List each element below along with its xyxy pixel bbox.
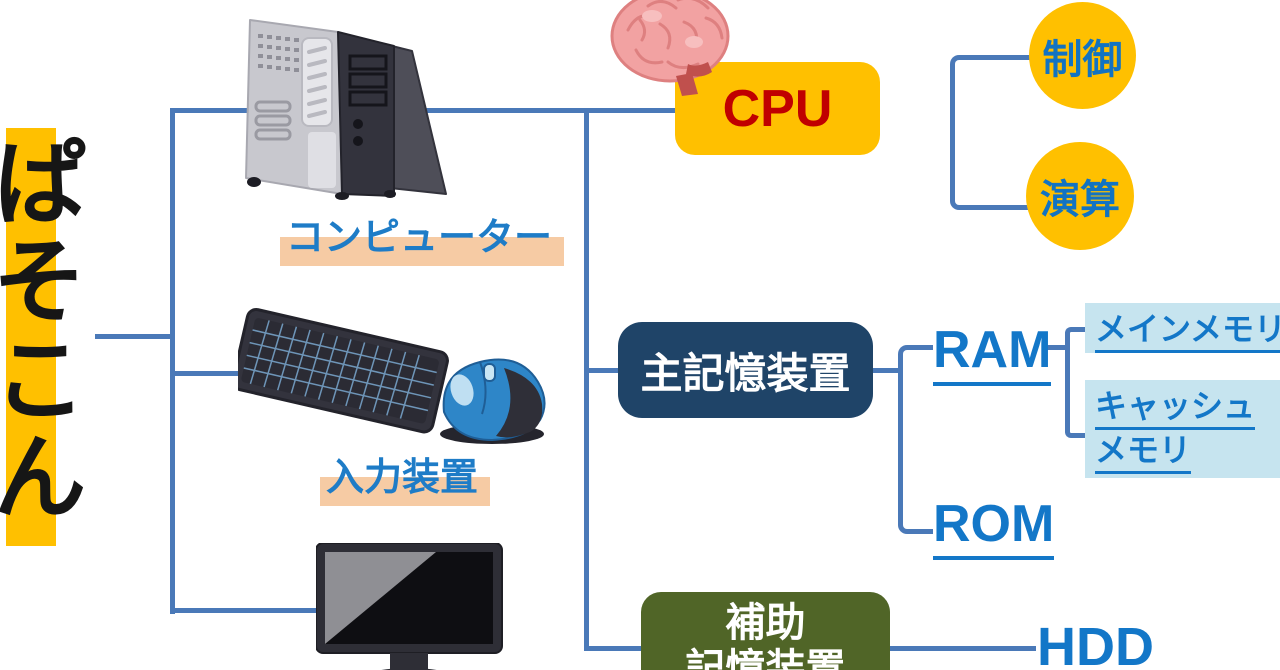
monitor-icon [316,543,503,670]
cpu-node: CPU [675,62,880,155]
connector-ram-rom-bracket [898,345,933,534]
rom-label[interactable]: ROM [933,494,1055,560]
hdd-label[interactable]: HDD [1037,616,1154,670]
connector-left-trunk [170,108,175,614]
cache-memory-link-line2[interactable]: メモリ [1095,430,1192,474]
control-node: 制御 [1029,2,1136,109]
connector-right-trunk [584,108,589,651]
root-title: ぱそこん [0,134,85,526]
keyboard-icon [238,308,449,434]
main-memory-link-box[interactable]: メインメモリ [1085,303,1280,353]
mouse-icon [440,358,546,444]
input-devices-illustration [238,308,546,444]
main-memory-link-label[interactable]: メインメモリ [1095,309,1280,353]
connector-cpu-bracket [950,55,1033,210]
connector-branch-output [170,608,452,613]
aux-storage-label-line1: 補助 [725,601,806,645]
ram-link[interactable]: RAM [933,320,1052,386]
connector-cpu-stem [589,108,677,113]
arithmetic-label: 演算 [1040,178,1120,222]
connector-memory-bracket [1065,327,1092,438]
arithmetic-node: 演算 [1026,142,1134,250]
input-device-label: 入力装置 [320,446,491,506]
aux-storage-label-line2: 記憶装置 [685,647,846,670]
cache-memory-link-line1[interactable]: キャッシュ [1095,386,1256,430]
rom-link[interactable]: ROM [933,494,1055,560]
control-label: 制御 [1042,37,1123,82]
ram-label[interactable]: RAM [933,320,1052,386]
cache-memory-link-box[interactable]: キャッシュ メモリ [1085,380,1280,478]
connector-ram-dash [1042,345,1067,350]
hdd-link[interactable]: HDD [1037,616,1154,670]
connector-hdd-stem [888,646,1036,651]
connector-mainmem-stem [589,368,620,373]
root-highlight-bar [6,128,56,546]
main-memory-label: 主記憶装置 [640,349,851,397]
cpu-label: CPU [722,79,833,138]
connector-root-stem [95,334,172,339]
connector-ram-stem [872,368,900,373]
main-memory-node: 主記憶装置 [618,322,873,418]
brain-icon [610,0,730,96]
aux-storage-node: 補助 記憶装置 [641,592,890,670]
computer-tower-icon [245,19,447,200]
connector-aux-elbow [584,646,654,651]
computer-label: コンピューター [280,206,565,266]
